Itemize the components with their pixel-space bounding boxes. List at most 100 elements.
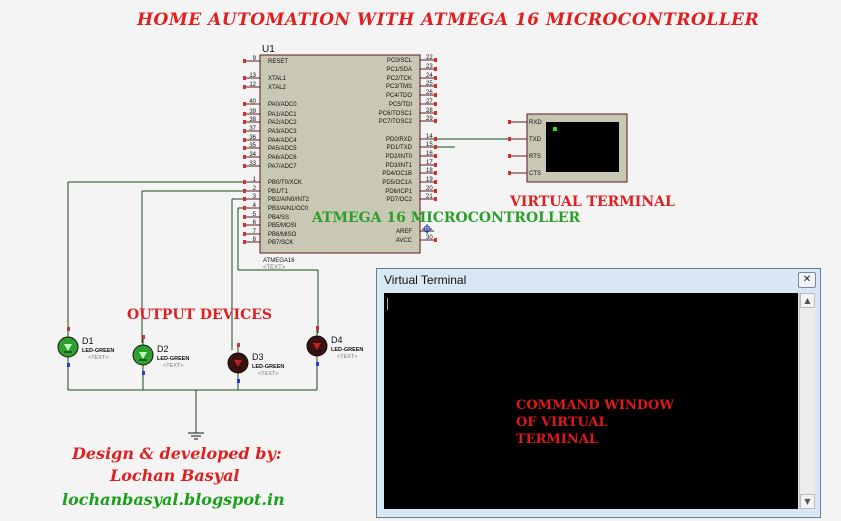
pin-marker [434, 137, 437, 141]
close-button[interactable]: ✕ [798, 272, 816, 288]
pin-marker [508, 137, 511, 141]
pin-marker [508, 154, 511, 158]
pin-marker [434, 76, 437, 80]
vertical-scrollbar[interactable]: ▲ ▼ [799, 293, 815, 509]
pin-number: 35 [249, 143, 256, 149]
pin-name: PD1/TXD [387, 145, 413, 151]
pin-number: 33 [249, 161, 256, 167]
scroll-down-button[interactable]: ▼ [800, 494, 815, 509]
led-type: LED-GREEN [157, 356, 189, 362]
pin-name: PD0/RXD [386, 137, 413, 143]
pin-marker [434, 58, 437, 62]
pin-marker [243, 232, 246, 236]
led-anode-marker [316, 326, 319, 330]
led-text-placeholder: <TEXT> [163, 363, 183, 369]
mcu-ref: U1 [262, 44, 275, 55]
annotation-line: OF VIRTUAL [516, 415, 608, 430]
mcu-text-placeholder: <TEXT> [263, 265, 286, 271]
command-window-annotation: COMMAND WINDOW OF VIRTUAL TERMINAL [516, 397, 674, 448]
pin-number: 8 [253, 237, 257, 243]
led-text-placeholder: <TEXT> [258, 371, 278, 377]
terminal-pin-name: CTS [529, 171, 541, 177]
pin-number: 37 [249, 126, 256, 132]
pin-name: PC1/SDA [386, 67, 412, 73]
pin-name: PA4/ADC4 [268, 138, 297, 144]
pin-marker [434, 180, 437, 184]
led-text-placeholder: <TEXT> [88, 355, 108, 361]
pin-name: PB5/MOSI [268, 223, 297, 229]
pin-marker [434, 145, 437, 149]
pin-marker [243, 215, 246, 219]
pin-name: PC2/TCK [387, 76, 412, 82]
pin-name: PA2/ADC2 [268, 120, 297, 126]
pin-number: 20 [426, 186, 433, 192]
led-cathode-marker [237, 379, 240, 383]
pin-name: PD7/OC2 [386, 197, 412, 203]
pin-marker [434, 119, 437, 123]
pin-name: PB6/MISO [268, 232, 297, 238]
page-title: HOME AUTOMATION WITH ATMEGA 16 MICROCONT… [137, 10, 760, 30]
virtual-terminal-window[interactable]: Virtual Terminal ✕ COMMAND WINDOW OF VIR… [376, 268, 821, 518]
pin-marker [243, 102, 246, 106]
pin-name: XTAL2 [268, 85, 287, 91]
pin-number: 18 [426, 168, 433, 174]
led-anode-marker [142, 335, 145, 339]
pin-marker [243, 76, 246, 80]
led-cathode-marker [142, 371, 145, 375]
pin-marker [243, 223, 246, 227]
pin-name: PD3/INT1 [386, 163, 413, 169]
pin-name: PA5/ADC5 [268, 146, 297, 152]
led-symbol-icon [313, 343, 321, 350]
pin-number: 21 [426, 194, 433, 200]
annotation-line: TERMINAL [516, 432, 598, 447]
pin-name: PB7/SCK [268, 240, 293, 246]
pin-number: 26 [426, 90, 433, 96]
led-anode-marker [67, 327, 70, 331]
led-ref: D3 [252, 352, 264, 362]
pin-name: RESET [268, 59, 288, 65]
pin-marker [434, 93, 437, 97]
pin-name: PB1/T1 [268, 189, 289, 195]
pin-marker [243, 112, 246, 116]
terminal-pin-name: RTS [529, 154, 541, 160]
mcu-body[interactable] [259, 54, 421, 254]
led-anode-marker [237, 343, 240, 347]
pin-number: 12 [249, 82, 256, 88]
led-ref: D2 [157, 344, 169, 354]
pin-number: 1 [253, 177, 257, 183]
pin-name: AVCC [396, 238, 413, 244]
pin-marker [243, 240, 246, 244]
pin-number: 29 [426, 116, 433, 122]
window-title: Virtual Terminal [384, 273, 467, 287]
pin-number: 6 [253, 220, 257, 226]
pin-name: PA3/ADC3 [268, 129, 297, 135]
pin-name: PC3/TMS [386, 84, 412, 90]
text-cursor [387, 298, 388, 310]
pin-number: 4 [253, 203, 257, 209]
pin-marker [243, 120, 246, 124]
scroll-up-button[interactable]: ▲ [800, 293, 815, 308]
pin-number: 2 [253, 186, 257, 192]
pin-marker [243, 197, 246, 201]
pin-name: PD5/OC1A [382, 180, 412, 186]
led-cathode-marker [316, 362, 319, 366]
window-titlebar[interactable]: Virtual Terminal ✕ [377, 269, 820, 291]
pin-name: PC5/TDI [389, 102, 412, 108]
pin-number: 40 [249, 99, 256, 105]
terminal-screen[interactable]: COMMAND WINDOW OF VIRTUAL TERMINAL [384, 293, 798, 509]
led-text-placeholder: <TEXT> [337, 354, 357, 360]
mcu-part-name: ATMEGA16 [263, 258, 295, 264]
pin-marker [243, 129, 246, 133]
pin-marker [434, 154, 437, 158]
pin-number: 13 [249, 73, 256, 79]
pin-name: PC4/TDO [386, 93, 412, 99]
pin-number: 25 [426, 81, 433, 87]
credit-line-1: Design & developed by: [72, 444, 282, 463]
pin-marker [243, 189, 246, 193]
pin-marker [243, 59, 246, 63]
pin-number: 9 [253, 56, 257, 62]
mcu-label: ATMEGA 16 MICROCONTROLLER [312, 210, 581, 226]
pin-number: 5 [253, 212, 257, 218]
pin-name: PA6/ADC6 [268, 155, 297, 161]
